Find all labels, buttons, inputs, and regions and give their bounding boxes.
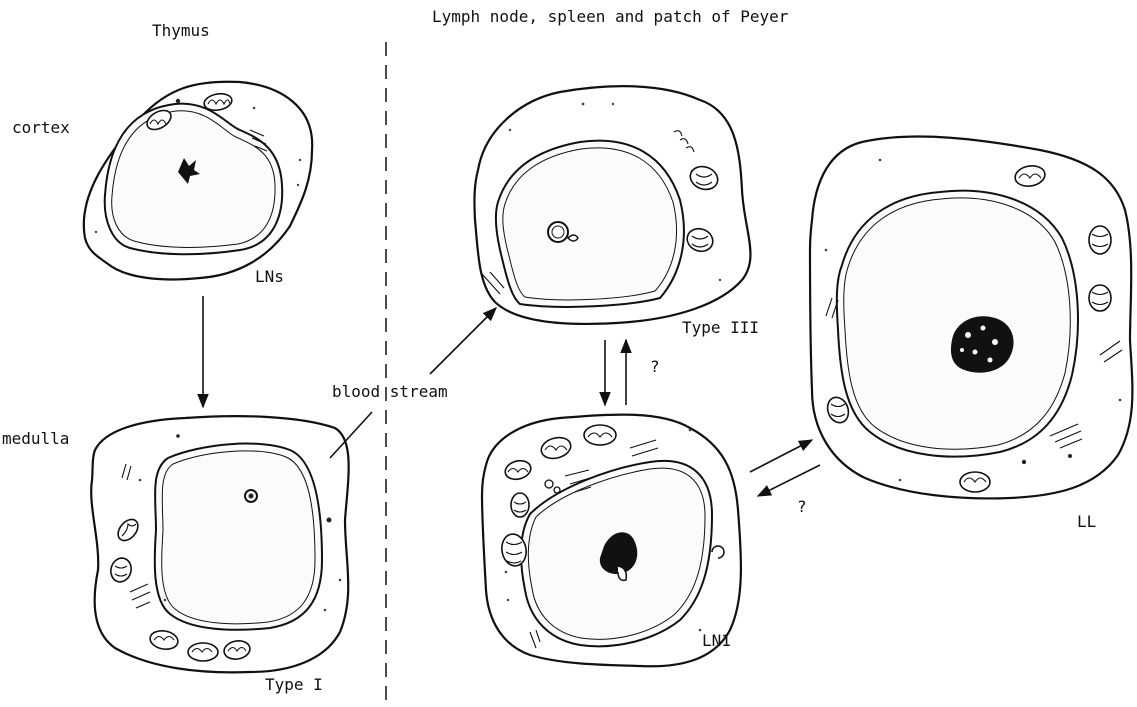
lns-cell-label: LNs — [255, 267, 284, 286]
ln1-cell-label: LN1 — [702, 631, 731, 650]
cell-type-1 — [91, 416, 348, 672]
type3-ln1-question-mark: ? — [650, 357, 660, 376]
cortex-label: cortex — [12, 118, 70, 137]
peripheral-organs-header: Lymph node, spleen and patch of Peyer — [432, 7, 789, 26]
cell-type-3 — [474, 86, 750, 324]
blood-stream-arrow-head — [430, 308, 496, 374]
cell-ln1 — [482, 415, 741, 667]
blood-stream-label: blood stream — [332, 382, 448, 401]
ll-cell-label: LL — [1077, 512, 1096, 531]
ln1-ll-question-mark: ? — [797, 497, 807, 516]
type-1-cell-label: Type I — [265, 675, 323, 694]
arrow-ll-to-ln1 — [758, 465, 820, 496]
cell-lns — [84, 82, 312, 280]
thymus-header: Thymus — [152, 21, 210, 40]
type-3-cell-label: Type III — [682, 318, 759, 337]
cell-ll — [810, 137, 1132, 499]
medulla-label: medulla — [2, 429, 69, 448]
arrow-ln1-to-ll — [750, 440, 812, 472]
